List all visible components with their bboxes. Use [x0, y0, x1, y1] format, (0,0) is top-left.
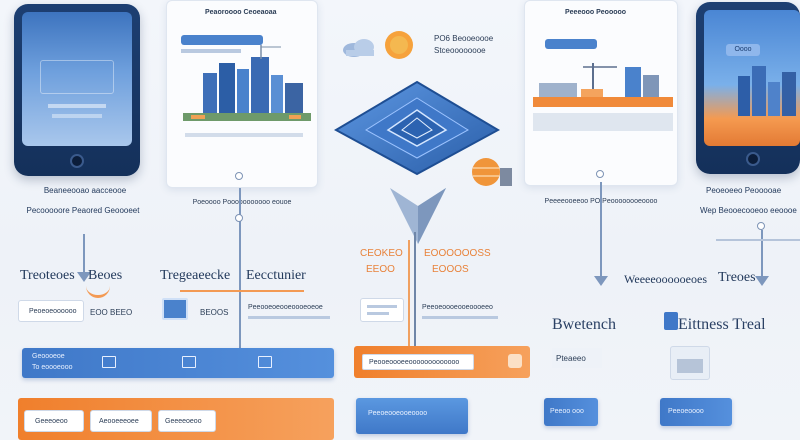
device-icon	[162, 298, 188, 320]
chart-icon	[670, 346, 710, 380]
label-left-2: Beoes	[88, 268, 123, 283]
orange-label-2: EOOOOOOSS	[424, 248, 491, 259]
label-center-1: Tregeaeecke	[160, 268, 231, 283]
card-center-left-title: Peaoroooo Ceoeaoaa	[205, 9, 277, 16]
screen-icon[interactable]	[102, 356, 116, 368]
tablet-right-tag: Oooo	[726, 44, 760, 56]
orange-swoosh	[86, 284, 110, 298]
connector-center-orange	[408, 240, 410, 348]
bar-orange-label: Peooeoooeeooooooooooooo	[362, 354, 474, 370]
weather-line-2: Stceoooooooe	[434, 46, 486, 55]
arrow-down-icon	[77, 272, 91, 282]
sun-icon	[385, 31, 413, 59]
chip-diamond-icon	[333, 80, 501, 176]
bottom-chip-2[interactable]: Peeoeoooo	[660, 398, 732, 426]
tablet-left-caption-2: Pecooooore Peaored Geoooeet	[26, 206, 140, 215]
screen-icon[interactable]	[182, 356, 196, 368]
tablet-left	[14, 4, 140, 176]
bottom-button-3[interactable]: Geeeeoeoo	[158, 410, 216, 432]
orange-label-1: CEOKEO	[360, 248, 403, 259]
label-center-2: Eecctunier	[246, 268, 306, 283]
connector-dot	[235, 214, 243, 222]
bottom-chip-1[interactable]: Peeoo ooo	[544, 398, 598, 426]
connector-dot	[757, 222, 765, 230]
bar-orange: Peooeoooeeooooooooooooo	[354, 346, 530, 378]
arrow-down-icon	[594, 276, 608, 286]
bottom-button-2[interactable]: Aeooeeeoee	[90, 410, 152, 432]
funnel-arrow-icon	[390, 188, 446, 244]
screen-icon[interactable]	[258, 356, 272, 368]
globe-icon	[472, 158, 512, 186]
right-badge: Pteaeeo	[552, 348, 602, 368]
card-center-left: Peaoroooo Ceoeaoaa	[166, 0, 318, 188]
tablet-left-home-button	[70, 154, 84, 168]
tablet-right-screen: Oooo	[704, 10, 800, 146]
detail-small-3: Peeooeoeooeoooeoeoe	[248, 304, 323, 311]
connector-dot	[596, 170, 604, 178]
document-icon	[360, 298, 404, 322]
bottom-bar-center: Peeoeooeooeoooo	[356, 398, 468, 434]
tablet-left-screen	[22, 12, 132, 146]
tablet-right: Oooo	[696, 2, 800, 174]
orange-sub-1: EEOO	[366, 264, 395, 275]
bottom-bar-left: Geeeoeoo Aeooeeeoee Geeeeoeoo	[18, 398, 334, 440]
detail-line	[422, 316, 498, 319]
bottom-button-1[interactable]: Geeeoeoo	[24, 410, 84, 432]
card-center-right-title: Peeeooo Peooooo	[565, 9, 627, 16]
orange-underline	[180, 290, 304, 292]
label-right-1: Weeeeoooooeoes	[624, 272, 707, 286]
arrow-down-icon	[755, 276, 769, 286]
tablet-right-home-button	[746, 152, 760, 166]
label-left-1: Treoteoes	[20, 268, 75, 283]
card-center-left-caption: Poeoooo Pooooooooooo eouoe	[192, 199, 292, 206]
right-title-2: Eittness Treal	[678, 316, 766, 333]
connector-center-left	[239, 188, 241, 354]
tablet-right-caption-2: Wep Beooecooeoo eeoooe	[700, 206, 797, 215]
connector-right	[761, 230, 763, 280]
weather-line-1: PO6 Beooeoooe	[434, 34, 494, 43]
card-center-right: Peeeooo Peooooo	[524, 0, 678, 186]
city-illustration-right	[738, 66, 796, 116]
detail-small-4: Peeoeoooeooeoooeeo	[422, 304, 493, 311]
connector-center-right	[600, 182, 602, 280]
connector-center	[414, 232, 416, 350]
city-illustration-left	[183, 45, 311, 121]
detail-small-1: EOO BEEO	[90, 308, 133, 317]
port-illustration	[533, 63, 673, 131]
detail-small-2: BEOOS	[200, 308, 229, 317]
tablet-left-caption-1: Beaneeooao aacceooe	[43, 186, 127, 195]
orange-sub-2: EOOOS	[432, 264, 469, 275]
search-input[interactable]: Peoeoeoooooo	[18, 300, 84, 322]
right-title-1: Bwetench	[552, 316, 616, 333]
label-right-2: Treoes	[718, 270, 756, 285]
tablet-right-caption-1: Peoeoeeo Peooooae	[706, 186, 782, 195]
detail-line	[248, 316, 330, 319]
cloud-icon	[343, 39, 374, 57]
connector-dot	[235, 172, 243, 180]
connector-left	[83, 234, 85, 274]
connector-right-h	[716, 239, 800, 241]
fitness-icon	[664, 312, 678, 330]
bar-left: Geoooeoe To eoooeooo	[22, 348, 334, 378]
toggle-icon[interactable]	[508, 354, 522, 368]
